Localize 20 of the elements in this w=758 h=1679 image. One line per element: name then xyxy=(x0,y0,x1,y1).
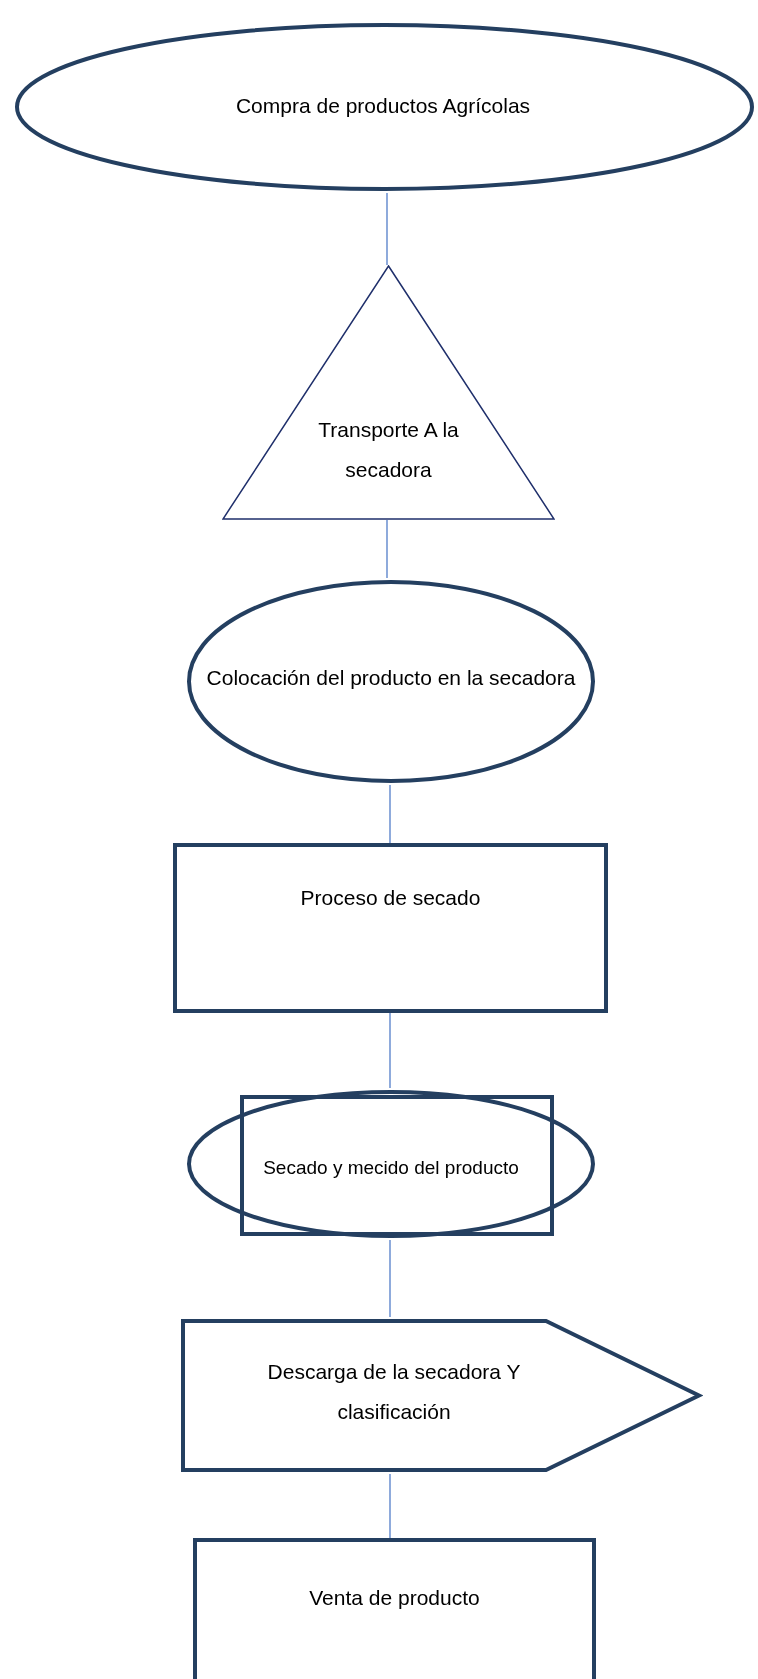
node-label: Colocación del producto en la secadora xyxy=(206,665,576,692)
connector-line xyxy=(386,519,388,579)
connector-line xyxy=(389,1012,391,1089)
connector-line xyxy=(389,1239,391,1318)
process-box xyxy=(193,1538,596,1679)
connector-line xyxy=(389,784,391,844)
node-label: Compra de productos Agrícolas xyxy=(235,93,531,120)
delay-pentagon xyxy=(179,1317,703,1474)
node-label: Transporte A la secadora xyxy=(317,417,460,483)
connector-line xyxy=(389,1473,391,1539)
combined-operation-shape xyxy=(185,1088,597,1240)
node-label: Proceso de secado xyxy=(300,885,481,912)
terminal-ellipse xyxy=(13,21,756,193)
connector-line xyxy=(386,192,388,266)
node-label: Descarga de la secadora Y clasificación xyxy=(266,1359,522,1425)
node-label: Venta de producto xyxy=(309,1585,480,1612)
node-label: Secado y mecido del producto xyxy=(263,1155,519,1180)
operation-ellipse xyxy=(185,578,597,785)
transport-triangle xyxy=(222,265,555,520)
process-box xyxy=(173,843,608,1013)
